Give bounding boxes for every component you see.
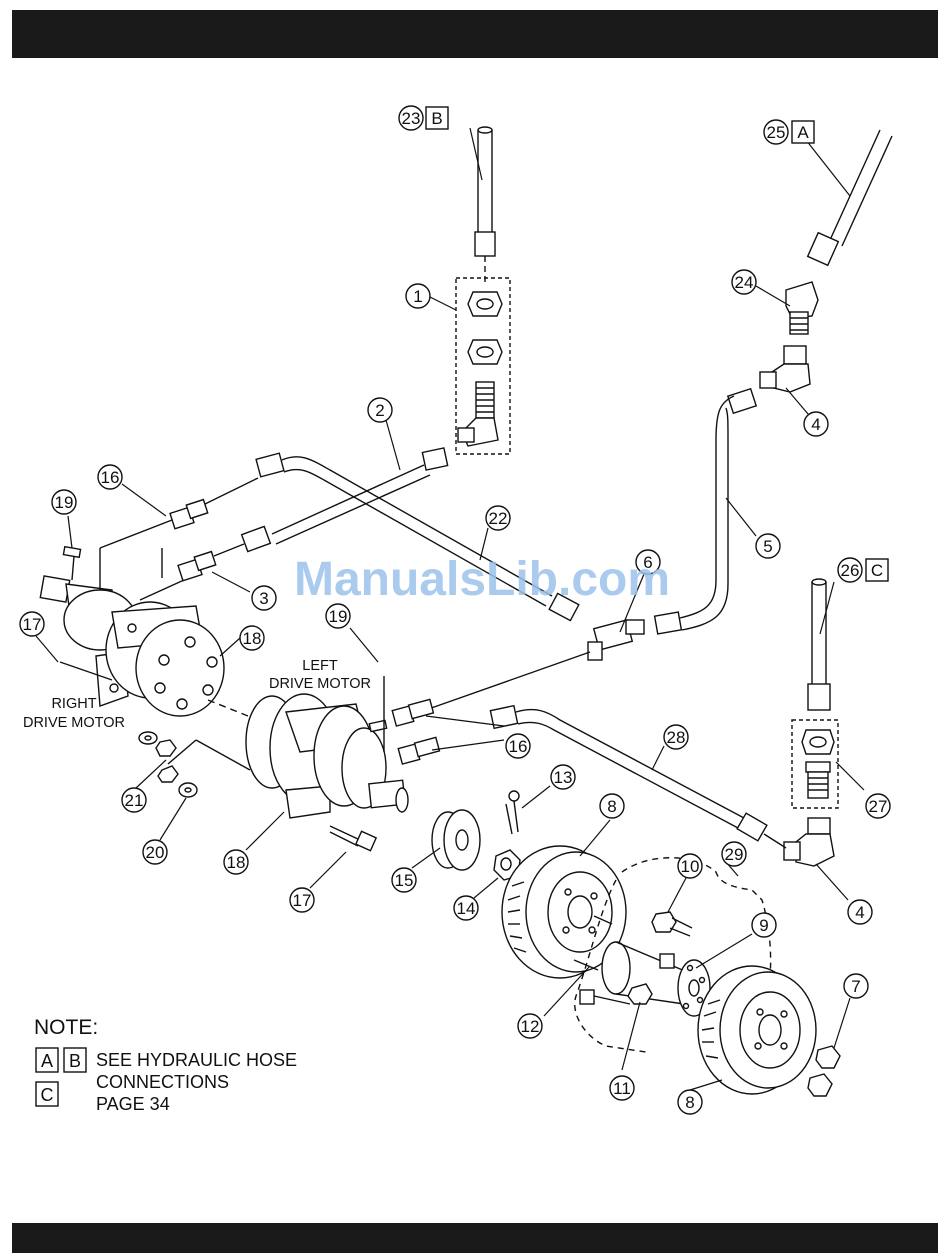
hose-ref-a: A	[797, 123, 809, 142]
callout-text: 23	[402, 109, 421, 128]
callout-text: 13	[554, 768, 573, 787]
callout-text: 21	[125, 791, 144, 810]
fitting-3	[178, 544, 244, 581]
left-motor-label-line1: LEFT	[302, 658, 338, 674]
callout-text: 26	[841, 561, 860, 580]
fitting-kit-27	[792, 720, 838, 808]
callout-text: 20	[146, 843, 165, 862]
callout-text: 9	[759, 916, 768, 935]
washer-nut-20	[158, 766, 197, 797]
hose-25	[808, 130, 892, 265]
note-line-2: CONNECTIONS	[96, 1072, 229, 1092]
callout-text: 25	[767, 123, 786, 142]
bolt-10	[652, 912, 692, 936]
bolt-17-lower	[330, 826, 376, 851]
fitting-16-upper	[170, 478, 258, 529]
note-block: NOTE: A B C SEE HYDRAULIC HOSE CONNECTIO…	[34, 1016, 297, 1114]
washer-nut-21	[139, 732, 176, 756]
callout-text: 17	[23, 615, 42, 634]
elbow-4-upper	[760, 346, 810, 392]
callout-text: 22	[489, 509, 508, 528]
hose-23	[475, 127, 495, 282]
callout-text: 2	[375, 401, 384, 420]
note-line-1: SEE HYDRAULIC HOSE	[96, 1050, 297, 1070]
axle-hub-9	[602, 942, 710, 1016]
callout-text: 27	[869, 797, 888, 816]
note-box-c-text: C	[41, 1085, 54, 1105]
callout-text: 29	[725, 845, 744, 864]
callout-text: 24	[735, 273, 754, 292]
note-title: NOTE:	[34, 1016, 98, 1039]
callout-text: 19	[55, 493, 74, 512]
hub-15	[432, 810, 480, 870]
hose-26	[808, 579, 830, 710]
callout-text: 8	[607, 797, 616, 816]
elbow-4-lower	[784, 818, 834, 866]
elbow-24	[786, 282, 818, 334]
callout-text: 14	[457, 899, 476, 918]
callout-text: 28	[667, 728, 686, 747]
hose-ref-b: B	[431, 109, 442, 128]
hose-28	[490, 706, 786, 848]
callout-text: 16	[101, 468, 120, 487]
note-box-a-text: A	[41, 1051, 53, 1071]
callout-text: 8	[685, 1093, 694, 1112]
note-box-b-text: B	[69, 1051, 81, 1071]
bottom-footer-bar	[12, 1223, 938, 1253]
callout-text: 3	[259, 589, 268, 608]
right-motor-label-line1: RIGHT	[51, 696, 96, 712]
callout-text: 10	[681, 857, 700, 876]
tee-fitting-6	[420, 620, 644, 712]
callout-text: 4	[811, 415, 820, 434]
note-line-3: PAGE 34	[96, 1094, 170, 1114]
left-motor-label-line2: DRIVE MOTOR	[269, 676, 371, 692]
callout-text: 18	[243, 629, 262, 648]
callout-text: 19	[329, 607, 348, 626]
key-13	[506, 791, 519, 834]
callout-text: 16	[509, 737, 528, 756]
watermark: ManualsLib.com	[294, 553, 670, 606]
fitting-kit-1	[456, 278, 510, 454]
callout-text: 15	[395, 871, 414, 890]
callout-text: 17	[293, 891, 312, 910]
callout-text: 11	[613, 1079, 631, 1098]
fitting-16-lower	[392, 699, 439, 764]
callout-text: 7	[851, 977, 860, 996]
right-drive-motor	[40, 520, 268, 724]
callout-text: 4	[855, 903, 864, 922]
callout-text: 12	[521, 1017, 540, 1036]
callout-text: 5	[763, 537, 772, 556]
callout-text: 18	[227, 853, 246, 872]
nuts-7	[808, 1046, 840, 1096]
wheel-8-right	[698, 966, 816, 1094]
hose-ref-c: C	[871, 561, 883, 580]
callout-text: 1	[413, 287, 422, 306]
right-motor-label-line2: DRIVE MOTOR	[23, 715, 125, 731]
